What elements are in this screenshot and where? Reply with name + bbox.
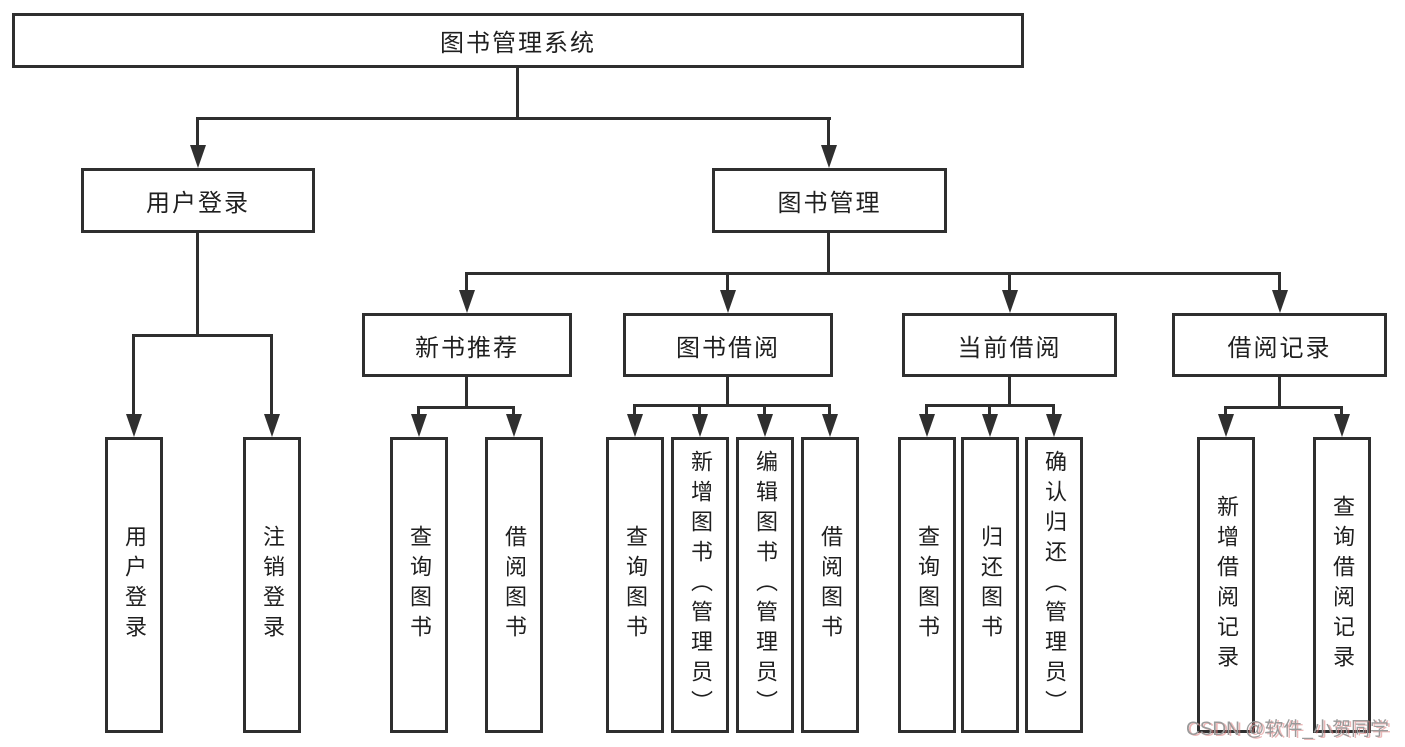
node-book-management: 图书管理 (712, 168, 947, 233)
arrow-down-icon (459, 290, 475, 313)
connector-line (133, 334, 273, 337)
connector-line (726, 377, 729, 407)
connector-line (197, 117, 831, 120)
csdn-watermark: CSDN @软件_小贺同学 (1186, 719, 1389, 740)
node-user-login: 用户登录 (81, 168, 315, 233)
node-borrow-records: 借阅记录 (1172, 313, 1387, 377)
connector-line (512, 406, 515, 418)
connector-line (1225, 406, 1343, 409)
leaf-current-query-book-label: 查询图书 (915, 525, 940, 645)
arrow-down-icon (126, 414, 142, 437)
arrow-down-icon (1334, 414, 1350, 437)
node-new-book-recommend-label: 新书推荐 (415, 334, 519, 362)
leaf-return-book-label: 归还图书 (978, 525, 1003, 645)
leaf-edit-book-admin-label: 编辑图书（管理员） (753, 450, 778, 720)
connector-line (196, 117, 199, 147)
connector-line (516, 68, 519, 120)
connector-line (1008, 272, 1011, 292)
connector-line (465, 272, 468, 292)
leaf-add-book-admin-label: 新增图书（管理员） (688, 450, 713, 720)
arrow-down-icon (1046, 414, 1062, 437)
arrow-down-icon (506, 414, 522, 437)
arrow-down-icon (190, 145, 206, 168)
leaf-borrow-query-book-label: 查询图书 (623, 525, 648, 645)
leaf-confirm-return-admin: 确认归还（管理员） (1025, 437, 1083, 733)
connector-line (634, 404, 831, 407)
leaf-recommend-query-book-label: 查询图书 (407, 525, 432, 645)
leaf-query-borrow-record-label: 查询借阅记录 (1330, 495, 1355, 675)
connector-line (417, 406, 420, 418)
leaf-borrow-query-book: 查询图书 (606, 437, 664, 733)
leaf-user-login-label: 用户登录 (122, 525, 147, 645)
connector-line (763, 404, 766, 418)
connector-line (827, 117, 830, 147)
arrow-down-icon (821, 145, 837, 168)
node-book-borrow: 图书借阅 (623, 313, 833, 377)
leaf-recommend-borrow-book-label: 借阅图书 (502, 525, 527, 645)
connector-line (132, 334, 135, 416)
node-book-borrow-label: 图书借阅 (676, 334, 780, 362)
arrow-down-icon (982, 414, 998, 437)
leaf-edit-book-admin: 编辑图书（管理员） (736, 437, 794, 733)
connector-line (466, 272, 1281, 275)
connector-line (270, 334, 273, 416)
node-current-borrow-label: 当前借阅 (957, 334, 1062, 362)
leaf-logout-label: 注销登录 (260, 525, 285, 645)
leaf-query-borrow-record: 查询借阅记录 (1313, 437, 1371, 733)
leaf-return-book: 归还图书 (961, 437, 1019, 733)
arrow-down-icon (1218, 414, 1234, 437)
connector-line (465, 377, 468, 408)
connector-line (633, 404, 636, 418)
leaf-borrow-borrow-book: 借阅图书 (801, 437, 859, 733)
leaf-user-login: 用户登录 (105, 437, 163, 733)
leaf-confirm-return-admin-label: 确认归还（管理员） (1042, 450, 1067, 720)
leaf-recommend-borrow-book: 借阅图书 (485, 437, 543, 733)
connector-line (418, 406, 515, 409)
arrow-down-icon (757, 414, 773, 437)
connector-line (827, 233, 830, 275)
connector-line (828, 404, 831, 418)
connector-line (1008, 377, 1011, 407)
leaf-recommend-query-book: 查询图书 (390, 437, 448, 733)
node-new-book-recommend: 新书推荐 (362, 313, 572, 377)
arrow-down-icon (1002, 290, 1018, 313)
leaf-add-book-admin: 新增图书（管理员） (671, 437, 729, 733)
arrow-down-icon (720, 290, 736, 313)
connector-line (1278, 377, 1281, 408)
connector-line (988, 404, 991, 418)
connector-line (196, 233, 199, 336)
connector-line (1278, 272, 1281, 292)
connector-line (925, 404, 928, 418)
arrow-down-icon (822, 414, 838, 437)
arrow-down-icon (1272, 290, 1288, 313)
arrow-down-icon (411, 414, 427, 437)
arrow-down-icon (264, 414, 280, 437)
node-root: 图书管理系统 (12, 13, 1024, 68)
connector-line (726, 272, 729, 292)
arrow-down-icon (627, 414, 643, 437)
leaf-add-borrow-record: 新增借阅记录 (1197, 437, 1255, 733)
node-root-label: 图书管理系统 (440, 30, 596, 57)
node-borrow-records-label: 借阅记录 (1227, 334, 1332, 362)
connector-line (698, 404, 701, 418)
arrow-down-icon (692, 414, 708, 437)
connector-line (1052, 404, 1055, 418)
connector-line (1224, 406, 1227, 418)
connector-line (1340, 406, 1343, 418)
leaf-logout: 注销登录 (243, 437, 301, 733)
leaf-current-query-book: 查询图书 (898, 437, 956, 733)
node-book-management-label: 图书管理 (777, 190, 882, 217)
node-user-login-label: 用户登录 (146, 190, 250, 217)
leaf-borrow-borrow-book-label: 借阅图书 (818, 525, 843, 645)
node-current-borrow: 当前借阅 (902, 313, 1117, 377)
leaf-add-borrow-record-label: 新增借阅记录 (1214, 495, 1239, 675)
arrow-down-icon (919, 414, 935, 437)
